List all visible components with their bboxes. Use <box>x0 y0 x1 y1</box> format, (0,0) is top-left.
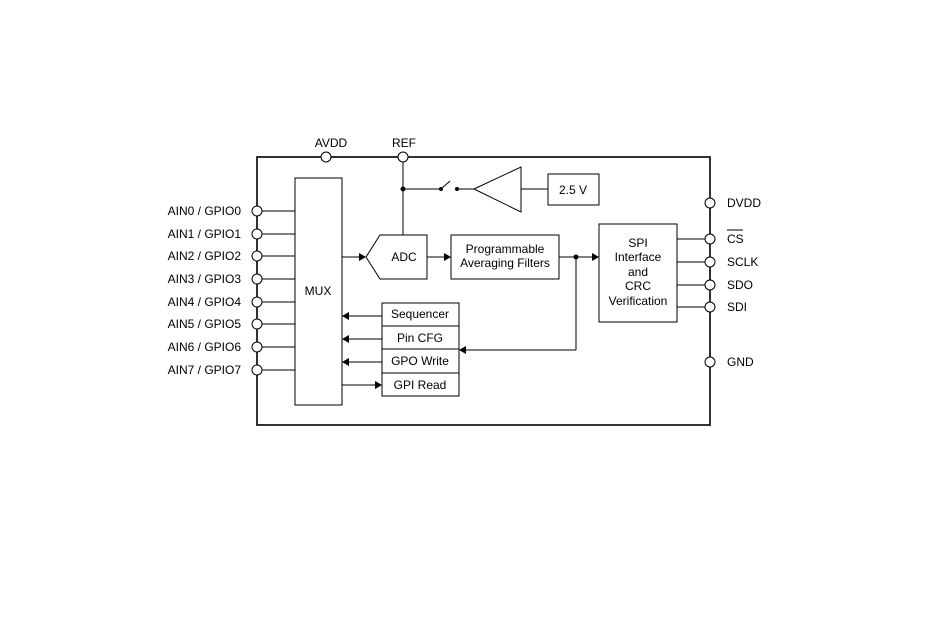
gpi-read-block <box>381 372 460 397</box>
sequencer-label: Sequencer <box>391 307 449 321</box>
spi-label-line3: and <box>628 265 648 279</box>
pin-ain1 <box>251 228 263 240</box>
adc-to-filter-arrow <box>444 253 451 261</box>
pin-ain4 <box>251 296 263 308</box>
device-outline <box>256 156 711 426</box>
mux-to-gpiread-arrow <box>375 381 382 389</box>
filter-label-line1: Programmable <box>466 242 545 256</box>
pin-label-sclk: SCLK <box>727 255 758 269</box>
pin-dvdd <box>704 197 716 209</box>
pin-ain5 <box>251 318 263 330</box>
pin-label-ain4: AIN4 / GPIO4 <box>168 295 242 309</box>
pin-ain0 <box>251 205 263 217</box>
pin-avdd <box>320 151 332 163</box>
filter-label-line2: Averaging Filters <box>460 256 550 270</box>
gpo-write-label: GPO Write <box>391 354 449 368</box>
pin-label-sdo: SDO <box>727 278 753 292</box>
pin-ain6 <box>251 341 263 353</box>
mux-block <box>294 177 343 406</box>
spi-label-line5: Verification <box>609 294 668 308</box>
sequencer-to-mux-arrow <box>342 312 349 320</box>
pin-label-ain7: AIN7 / GPIO7 <box>168 363 242 377</box>
pin-sclk <box>704 256 716 268</box>
pin-label-ref: REF <box>392 136 416 150</box>
feedback-arrow <box>459 346 466 354</box>
gpowrite-to-mux-arrow <box>342 358 349 366</box>
pin-label-ain3: AIN3 / GPIO3 <box>168 272 242 286</box>
pin-ain7 <box>251 364 263 376</box>
pin-ref <box>397 151 409 163</box>
pincfg-to-mux-arrow <box>342 335 349 343</box>
pin-label-ain6: AIN6 / GPIO6 <box>168 340 242 354</box>
pin-ain2 <box>251 250 263 262</box>
mux-to-adc-arrow <box>359 253 366 261</box>
pin-label-cs: CS <box>727 232 744 246</box>
adc-label: ADC <box>391 250 417 264</box>
pin-label-ain0: AIN0 / GPIO0 <box>168 204 242 218</box>
gpi-read-label: GPI Read <box>394 378 447 392</box>
pin-label-gnd: GND <box>727 355 754 369</box>
pin-label-ain2: AIN2 / GPIO2 <box>168 249 242 263</box>
spi-label-line2: Interface <box>615 250 662 264</box>
pin-label-ain1: AIN1 / GPIO1 <box>168 227 242 241</box>
pin-cfg-label: Pin CFG <box>397 331 443 345</box>
pin-gnd <box>704 356 716 368</box>
pin-label-dvdd: DVDD <box>727 196 761 210</box>
pin-label-sdi: SDI <box>727 300 747 314</box>
spi-label-line4: CRC <box>625 279 651 293</box>
pin-cs <box>704 233 716 245</box>
ref-buffer-icon <box>472 166 522 213</box>
pin-sdo <box>704 279 716 291</box>
filter-block <box>450 234 560 280</box>
switch-blade <box>440 180 451 190</box>
pin-sdi <box>704 301 716 313</box>
filter-to-spi-arrow <box>592 253 599 261</box>
spi-block <box>598 223 678 323</box>
vref-label: 2.5 V <box>559 183 587 197</box>
pin-label-ain5: AIN5 / GPIO5 <box>168 317 242 331</box>
pin-label-avdd: AVDD <box>315 136 348 150</box>
mux-label: MUX <box>305 284 332 298</box>
spi-label-line1: SPI <box>628 236 647 250</box>
vref-block <box>547 173 600 206</box>
pin-ain3 <box>251 273 263 285</box>
